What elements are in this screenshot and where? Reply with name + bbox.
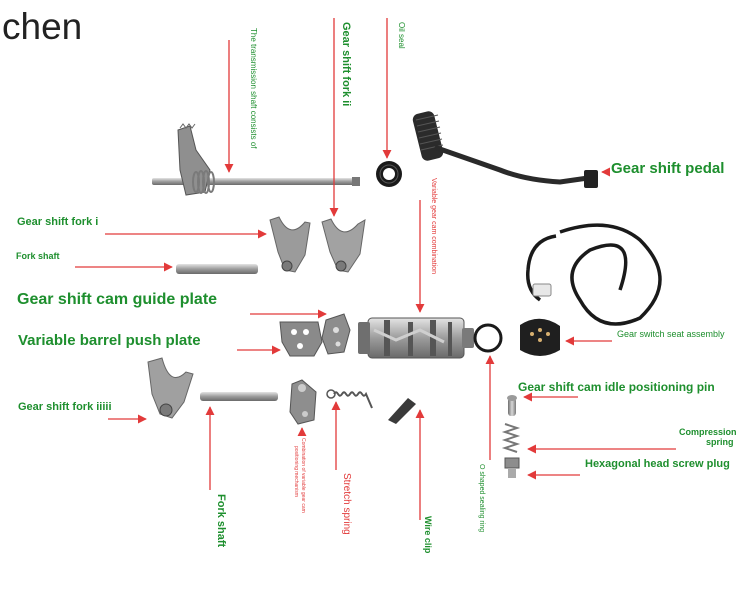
gear-shift-fork-i-part xyxy=(269,216,311,273)
fork-shaft-2-part xyxy=(200,392,278,401)
gear-shift-fork-ii-part xyxy=(321,218,366,273)
cam-guide-plate-part xyxy=(279,321,323,357)
label-oil-seal: Oil seal xyxy=(397,22,406,49)
label-stretch-spring: Stretch spring xyxy=(341,473,352,535)
label-fork-shaft: Fork shaft xyxy=(16,251,60,261)
label-gear-shift-fork-iiiii: Gear shift fork iiiii xyxy=(18,401,112,413)
label-compression-2: spring xyxy=(706,437,734,447)
cam-positioning-mechanism-part xyxy=(289,379,317,425)
label-wire-clip: Wire clip xyxy=(423,516,433,554)
label-combination-cam-2: positioning mechanism xyxy=(293,446,299,497)
stretch-spring-part xyxy=(326,389,373,409)
label-gear-switch-seat: Gear switch seat assembly xyxy=(617,329,725,339)
gear-switch-seat-part xyxy=(520,223,662,356)
label-hex-screw-plug: Hexagonal head screw plug xyxy=(585,458,730,470)
gear-shift-pedal-part xyxy=(412,111,598,188)
label-combination-cam-1: Combination of variable gear cam xyxy=(300,438,306,513)
idle-positioning-pin-part xyxy=(507,395,517,416)
label-o-sealing-ring: O shaped sealing ring xyxy=(478,464,485,533)
label-variable-gear-cam: Variable gear cam combination xyxy=(430,178,437,274)
label-cam-guide-plate: Gear shift cam guide plate xyxy=(17,291,218,308)
barrel-push-plate-part xyxy=(321,313,351,355)
hex-screw-plug-part xyxy=(504,457,520,478)
callout-arrows xyxy=(75,18,676,520)
label-cam-idle-pin: Gear shift cam idle positioning pin xyxy=(518,380,715,394)
label-gear-shift-fork-i: Gear shift fork i xyxy=(17,216,99,228)
compression-spring-part xyxy=(501,423,521,453)
transmission-shaft-part xyxy=(152,123,360,196)
oil-seal-part xyxy=(376,161,402,187)
label-transmission-shaft: The transmission shaft consists of xyxy=(249,28,258,149)
label-barrel-push-plate: Variable barrel push plate xyxy=(18,332,201,349)
label-compression-1: Compression xyxy=(679,427,737,437)
gear-shift-fork-iiiii-part xyxy=(147,357,194,419)
label-gear-shift-fork-ii: Gear shift fork ii xyxy=(340,22,352,107)
fork-shaft-part xyxy=(176,264,258,274)
o-ring-part xyxy=(473,323,503,353)
gear-cam-drum-part xyxy=(358,317,474,359)
label-gear-shift-pedal: Gear shift pedal xyxy=(611,160,725,177)
brand-logo: chen xyxy=(2,6,83,47)
label-fork-shaft-2: Fork shaft xyxy=(215,494,227,548)
wire-clip-part xyxy=(388,398,416,424)
